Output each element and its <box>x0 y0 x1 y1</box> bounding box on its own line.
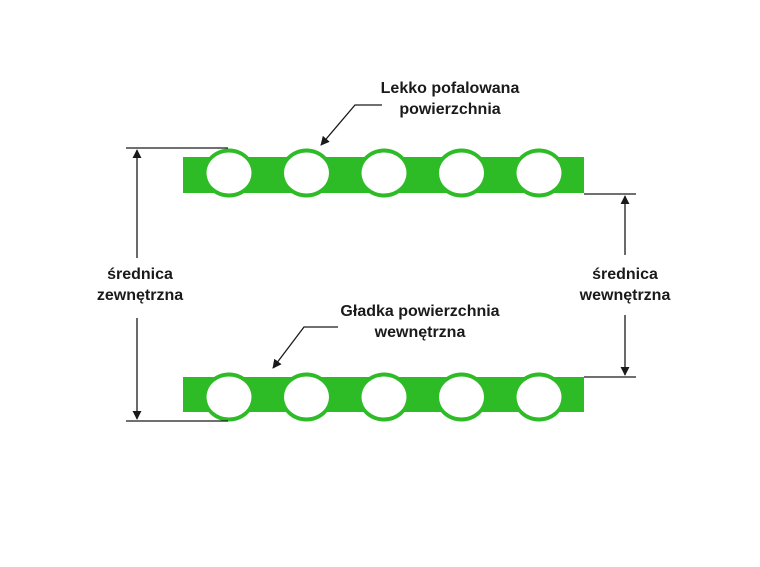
wavy-surface-label-line1: Lekko pofalowana <box>380 80 520 97</box>
smooth-surface-leader-arrow <box>272 326 338 369</box>
smooth-surface-label: Gładka powierzchnia wewnętrzna <box>300 301 540 343</box>
top-corrugation-hollow <box>284 152 329 194</box>
bottom-pipe-wall <box>183 372 584 422</box>
outer-diameter-label-line2: zewnętrzna <box>96 287 184 304</box>
top-corrugation-hollow <box>439 152 484 194</box>
inner-diameter-label-line2: wewnętrzna <box>579 287 671 304</box>
bottom-corrugation-hollow <box>284 376 329 418</box>
outer-diameter-label-line1: średnica <box>107 266 173 283</box>
inner-diameter-label-line1: średnica <box>592 266 658 283</box>
bottom-corrugation-hollow <box>516 376 562 418</box>
outer-diameter-label: średnica zewnętrzna <box>60 264 220 306</box>
top-pipe-wall <box>183 148 584 198</box>
smooth-surface-label-line1: Gładka powierzchnia <box>340 303 500 320</box>
top-corrugation-hollow <box>516 152 562 194</box>
wavy-surface-label: Lekko pofalowana powierzchnia <box>340 78 560 120</box>
inner-diameter-dimension <box>584 193 636 378</box>
bottom-corrugation-hollow <box>361 376 407 418</box>
wavy-surface-leader-arrow <box>320 104 382 146</box>
outer-diameter-dimension <box>126 147 228 422</box>
inner-diameter-label: średnica wewnętrzna <box>545 264 705 306</box>
bottom-corrugation-hollow <box>206 376 252 418</box>
smooth-surface-label-line2: wewnętrzna <box>374 324 466 341</box>
top-corrugation-hollow <box>361 152 407 194</box>
top-corrugation-hollow <box>206 152 252 194</box>
wavy-surface-label-line2: powierzchnia <box>399 101 501 118</box>
bottom-corrugation-hollow <box>439 376 484 418</box>
